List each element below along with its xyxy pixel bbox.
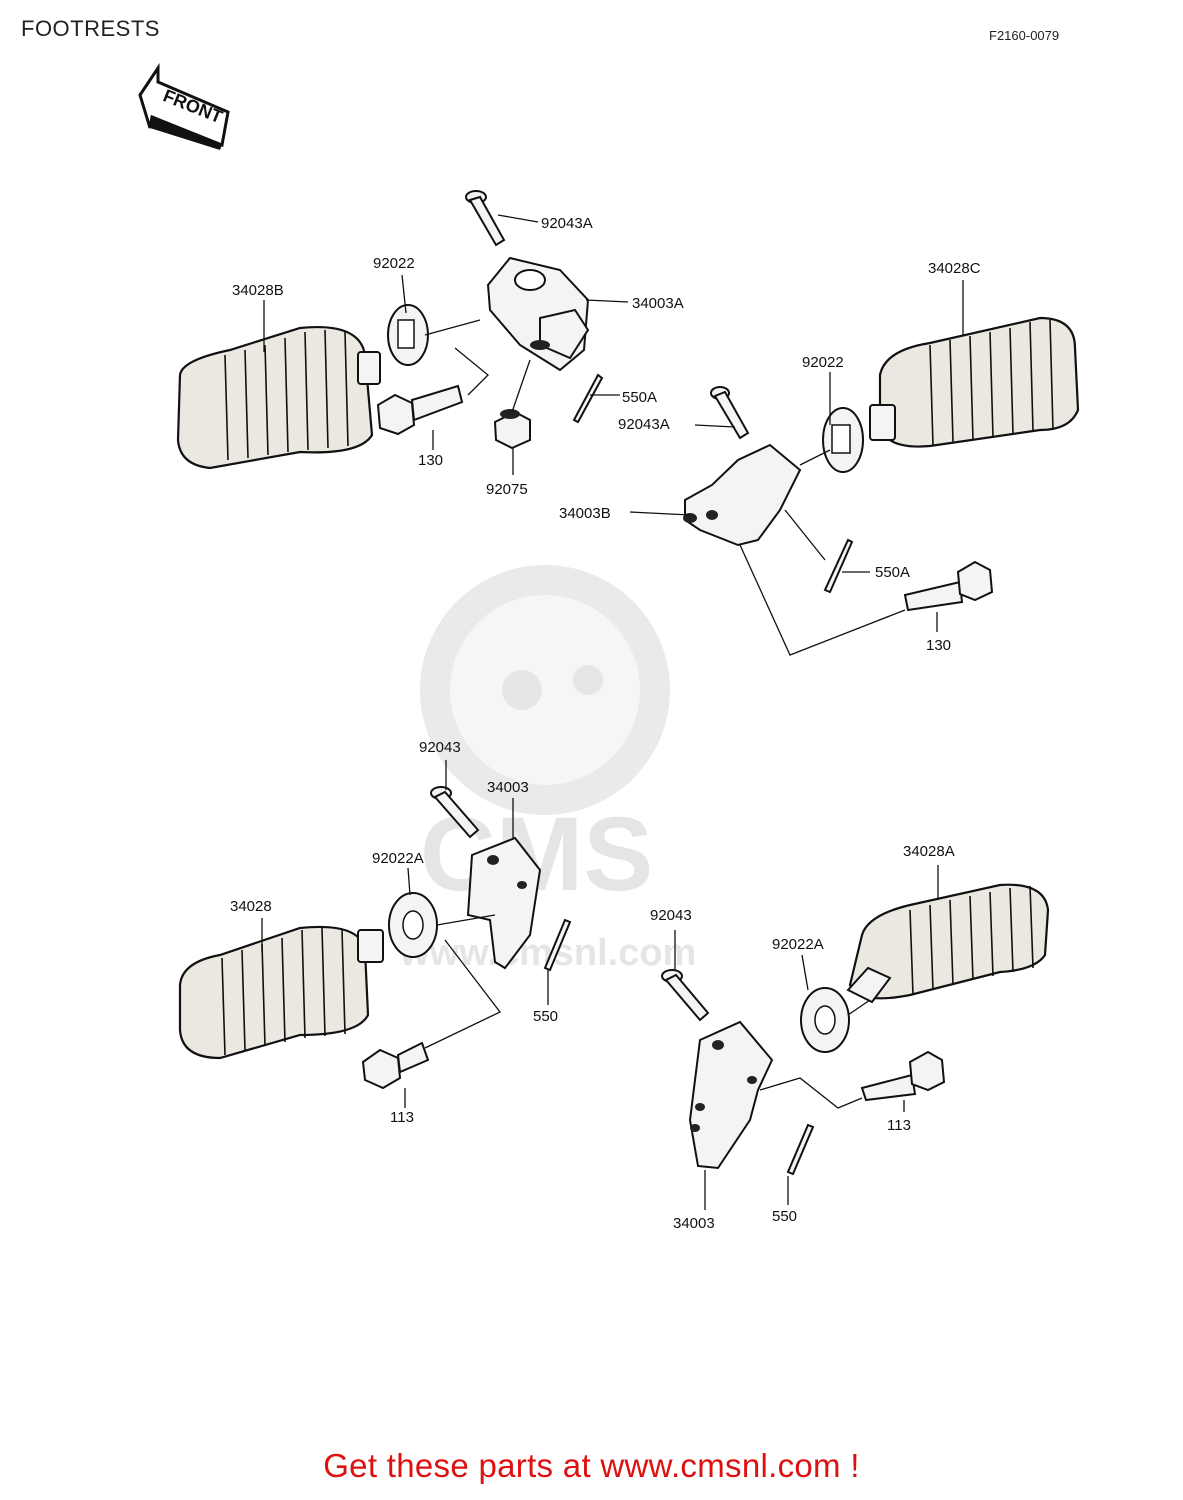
cotter-pin-550A-top [572, 373, 604, 424]
page-title: FOOTRESTS [21, 16, 160, 41]
callout-34028C: 34028C [928, 260, 981, 277]
footpeg-rubber-34028A [846, 883, 1050, 1004]
callout-34028A: 34028A [903, 843, 955, 860]
cms-watermark: CMS www.cmsnl.com [399, 565, 696, 974]
callout-113-left: 113 [390, 1109, 414, 1126]
callout-92043A-right: 92043A [618, 416, 670, 433]
callout-92022A-right: 92022A [772, 936, 824, 953]
pin-92043A-top [465, 190, 506, 247]
pin-92043-right [661, 969, 710, 1022]
callout-92043-right: 92043 [650, 907, 692, 924]
front-arrow: FRONT [138, 63, 230, 150]
callout-92022-left: 92022 [373, 255, 415, 272]
callout-550A-top: 550A [622, 389, 657, 406]
callout-92022-right: 92022 [802, 354, 844, 371]
callout-130-right: 130 [926, 637, 951, 654]
callout-92075: 92075 [486, 481, 528, 498]
bolt-130-right [903, 560, 994, 612]
callout-92022A-left: 92022A [372, 850, 424, 867]
cotter-pin-550-right [786, 1123, 815, 1176]
callout-34028B: 34028B [232, 282, 284, 299]
washer-92022A-right [800, 987, 850, 1053]
callout-550-left: 550 [533, 1008, 558, 1025]
callout-550A-right: 550A [875, 564, 910, 581]
bracket-34003A [486, 256, 590, 372]
footpeg-rubber-34028 [178, 925, 384, 1060]
leader-lines-bottom-left [261, 760, 549, 1108]
callout-113-right: 113 [887, 1117, 911, 1134]
leader-lines-bottom-right [674, 865, 939, 1210]
callout-34003A: 34003A [632, 295, 684, 312]
bolt-113-right [860, 1050, 946, 1102]
cotter-pin-550-left [543, 918, 572, 972]
leader-lines-top-left [263, 214, 629, 475]
leader-lines-top-right [629, 280, 964, 656]
washer-92022-right [822, 407, 864, 473]
callout-34003-right: 34003 [673, 1215, 715, 1232]
cotter-pin-550A-right [823, 538, 854, 594]
bolt-130-left [376, 384, 464, 436]
footpeg-rubber-34028C [869, 316, 1080, 448]
diagram-code: F2160-0079 [989, 28, 1060, 43]
washer-92022-left [387, 304, 429, 366]
callout-34003-left: 34003 [487, 779, 529, 796]
bolt-113-left [361, 1041, 430, 1090]
callout-34028: 34028 [230, 898, 272, 915]
footpeg-rubber-34028B [176, 326, 381, 470]
get-parts-link[interactable]: Get these parts at www.cmsnl.com ! [323, 1447, 860, 1484]
cap-92075 [493, 409, 531, 450]
bracket-34003-left [466, 836, 542, 970]
washer-92022A-left [388, 892, 438, 958]
callout-130-left: 130 [418, 452, 443, 469]
callout-550-right: 550 [772, 1208, 797, 1225]
bracket-34003B [683, 443, 802, 547]
pin-92043A-right [710, 386, 750, 440]
bracket-34003-right [688, 1020, 774, 1170]
callout-labels: 92043A 92022 34028B 34003A 550A 130 9207… [230, 215, 981, 1232]
callout-92043-left: 92043 [419, 739, 461, 756]
callout-34003B: 34003B [559, 505, 611, 522]
callout-92043A-top: 92043A [541, 215, 593, 232]
